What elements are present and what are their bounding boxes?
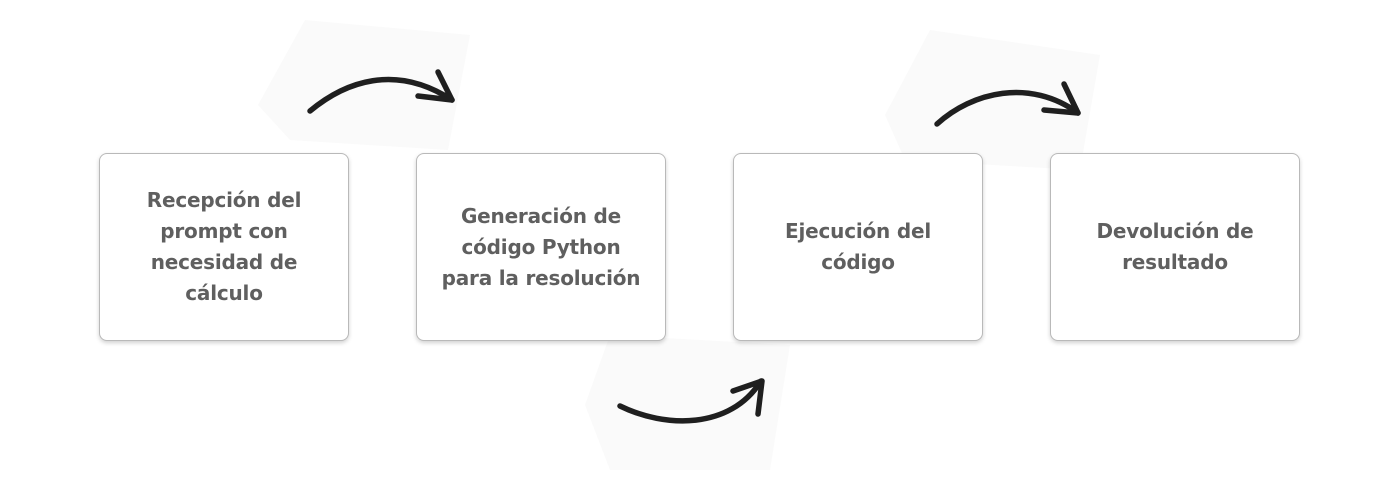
arrow-1-background	[258, 20, 470, 150]
step-box-code-execution: Ejecución del código	[733, 153, 983, 341]
arrow-step1-to-step2	[307, 69, 455, 114]
step-label-code-execution: Ejecución del código	[785, 219, 931, 274]
arrow-2-background	[585, 335, 790, 470]
step-label-reception: Recepción del prompt con necesidad de cá…	[146, 188, 302, 305]
step-label-result-return: Devolución de resultado	[1096, 219, 1254, 274]
step-box-reception: Recepción del prompt con necesidad de cá…	[99, 153, 349, 341]
step-box-result-return: Devolución de resultado	[1050, 153, 1300, 341]
arrow-3-background	[885, 30, 1100, 170]
arrow-step3-to-step4	[934, 81, 1081, 127]
step-box-code-generation: Generación de código Python para la reso…	[416, 153, 666, 341]
arrow-step2-to-step3	[617, 378, 765, 424]
step-label-code-generation: Generación de código Python para la reso…	[441, 203, 641, 290]
